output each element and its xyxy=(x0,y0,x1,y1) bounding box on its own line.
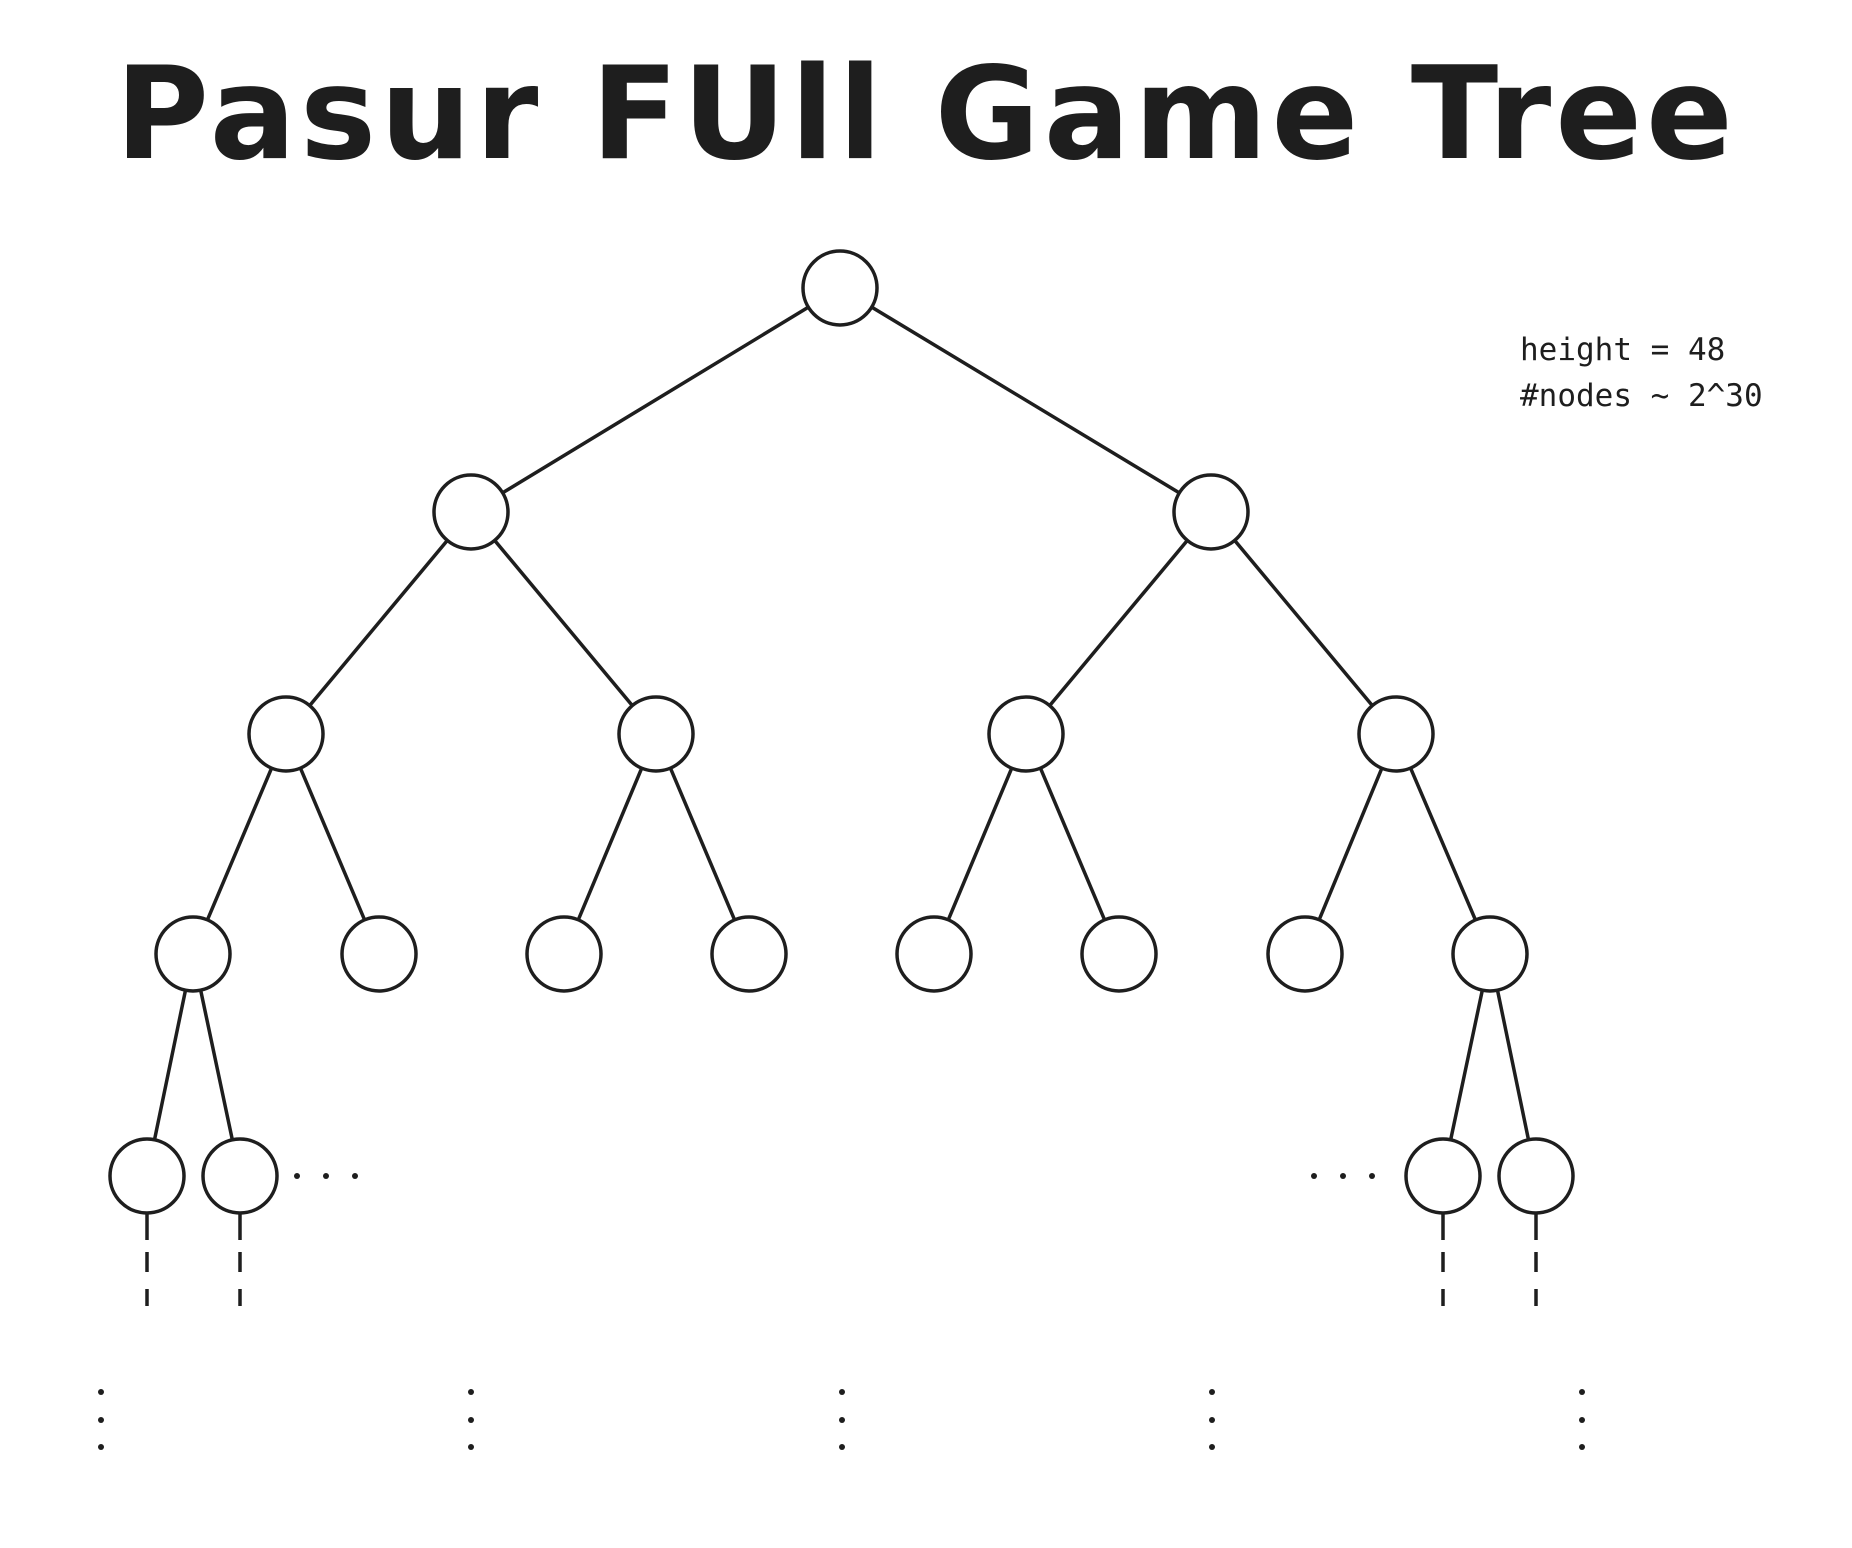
tree-node xyxy=(710,915,788,993)
tree-edge xyxy=(470,286,841,514)
horizontal-ellipsis-dot xyxy=(1340,1173,1346,1179)
tree-node xyxy=(154,915,232,993)
tree-node xyxy=(801,249,879,327)
tree-edge xyxy=(932,733,1028,955)
vertical-ellipsis-dot xyxy=(1579,1417,1585,1423)
tree-edge xyxy=(1303,733,1398,955)
tree-edge xyxy=(1394,733,1492,955)
tree-node xyxy=(1497,1137,1575,1215)
tree-node xyxy=(987,695,1065,773)
vertical-ellipsis-dot xyxy=(98,1389,104,1395)
vertical-ellipsis-dot xyxy=(1209,1389,1215,1395)
tree-edge xyxy=(284,510,473,736)
vertical-ellipsis-dot xyxy=(468,1444,474,1450)
tree-edge xyxy=(284,733,381,955)
tree-edge xyxy=(1024,733,1121,955)
vertical-ellipsis-dot xyxy=(839,1389,845,1395)
vertical-ellipsis-dot xyxy=(468,1417,474,1423)
tree-node xyxy=(1357,695,1435,773)
tree-node xyxy=(1451,915,1529,993)
tree-node xyxy=(247,695,325,773)
horizontal-ellipsis-dot xyxy=(1369,1173,1375,1179)
horizontal-ellipsis-dot xyxy=(294,1173,300,1179)
horizontal-ellipsis-dot xyxy=(1311,1173,1317,1179)
tree-node xyxy=(525,915,603,993)
tree-node xyxy=(340,915,418,993)
tree-height-note: height = 48 xyxy=(1520,332,1726,368)
tree-edge xyxy=(562,733,658,955)
tree-edge xyxy=(1209,510,1398,736)
tree-node xyxy=(201,1137,279,1215)
tree-node xyxy=(432,473,510,551)
vertical-ellipsis-dot xyxy=(1579,1389,1585,1395)
tree-edge xyxy=(191,733,288,955)
vertical-ellipsis-dot xyxy=(1209,1417,1215,1423)
tree-node xyxy=(1266,915,1344,993)
tree-node xyxy=(1404,1137,1482,1215)
tree-edge xyxy=(654,733,751,955)
tree-edge xyxy=(839,286,1212,514)
horizontal-ellipsis-dot xyxy=(352,1173,358,1179)
tree-node xyxy=(617,695,695,773)
tree-node xyxy=(895,915,973,993)
vertical-ellipsis-dot xyxy=(468,1389,474,1395)
tree-edge xyxy=(469,510,658,736)
tree-edge xyxy=(1024,510,1213,736)
tree-node xyxy=(1080,915,1158,993)
horizontal-ellipsis-dot xyxy=(323,1173,329,1179)
vertical-ellipsis-dot xyxy=(98,1444,104,1450)
vertical-ellipsis-dot xyxy=(839,1417,845,1423)
vertical-ellipsis-dot xyxy=(1579,1444,1585,1450)
node-count-note: #nodes ~ 2^30 xyxy=(1520,378,1763,414)
vertical-ellipsis-dot xyxy=(839,1444,845,1450)
tree-node xyxy=(108,1137,186,1215)
diagram-title: Pasur FUll Game Tree xyxy=(115,40,1737,189)
vertical-ellipsis-dot xyxy=(1209,1444,1215,1450)
tree-node xyxy=(1172,473,1250,551)
vertical-ellipsis-dot xyxy=(98,1417,104,1423)
